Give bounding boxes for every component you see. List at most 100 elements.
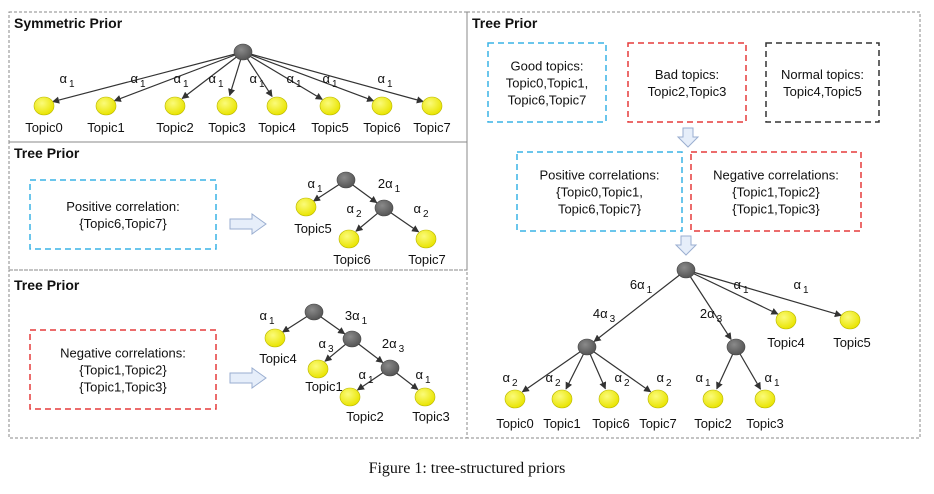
symmetric-leaf-node bbox=[33, 96, 55, 116]
symmetric-edge bbox=[242, 51, 425, 104]
tree-neg-topic-label: Topic4 bbox=[259, 351, 297, 366]
negative-correlations-box-line: {Topic1,Topic2} bbox=[732, 185, 820, 200]
tree-pos-topic-label: Topic5 bbox=[294, 221, 332, 236]
right-topic-label: Topic7 bbox=[639, 416, 677, 431]
tree-pos-leaf-node bbox=[338, 229, 360, 249]
negative-correlations-box bbox=[690, 151, 862, 232]
right-inner-node-bad bbox=[726, 338, 746, 356]
positive-correlations-box-line: {Topic0,Topic1, bbox=[556, 185, 643, 200]
tree-neg-inner-node-2 bbox=[380, 359, 400, 377]
tree-pos-correlation-box bbox=[29, 179, 217, 250]
right-leaf-node bbox=[754, 389, 776, 409]
symmetric-edge bbox=[242, 51, 323, 100]
symmetric-root-node bbox=[233, 43, 253, 61]
tree-pos-arrow bbox=[229, 213, 267, 235]
normal-topics-box-line: Topic4,Topic5 bbox=[783, 84, 862, 99]
right-root-node bbox=[676, 261, 696, 279]
symmetric-topic-label: Topic0 bbox=[25, 120, 63, 135]
good-topics-box-line: Good topics: bbox=[511, 59, 584, 74]
symmetric-topic-label: Topic7 bbox=[413, 120, 451, 135]
symmetric-edge bbox=[242, 51, 375, 102]
tree-neg-leaf-node bbox=[339, 387, 361, 407]
right-topic-label: Topic4 bbox=[767, 335, 805, 350]
right-topic-label: Topic3 bbox=[746, 416, 784, 431]
tree-neg-leaf-node bbox=[414, 387, 436, 407]
symmetric-leaf-node bbox=[421, 96, 443, 116]
symmetric-leaf-node bbox=[371, 96, 393, 116]
symmetric-leaf-node bbox=[216, 96, 238, 116]
right-leaf-node bbox=[647, 389, 669, 409]
tree-pos-topic-label: Topic6 bbox=[333, 252, 371, 267]
tree-neg-leaf-node bbox=[264, 328, 286, 348]
right-leaf-node bbox=[775, 310, 797, 330]
tree-pos-correlation-box-line: {Topic6,Topic7} bbox=[79, 216, 167, 231]
tree-pos-root-node bbox=[336, 171, 356, 189]
right-topic-label: Topic1 bbox=[543, 416, 581, 431]
tree-pos-title: Tree Prior bbox=[14, 145, 80, 161]
positive-correlations-box bbox=[516, 151, 683, 232]
bad-topics-box-line: Topic2,Topic3 bbox=[648, 84, 727, 99]
normal-topics-box bbox=[765, 42, 880, 123]
right-leaf-node bbox=[504, 389, 526, 409]
tree-neg-arrow bbox=[229, 367, 267, 389]
tree-neg-inner-node-1 bbox=[342, 330, 362, 348]
good-topics-box-line: Topic0,Topic1, bbox=[506, 76, 588, 91]
right-edge bbox=[593, 269, 687, 342]
negative-correlations-box-line: {Topic1,Topic3} bbox=[732, 202, 820, 217]
right-edge bbox=[685, 269, 732, 341]
bad-topics-box bbox=[627, 42, 747, 123]
symmetric-topic-label: Topic4 bbox=[258, 120, 296, 135]
tree-right-title: Tree Prior bbox=[472, 15, 538, 31]
symmetric-topic-label: Topic6 bbox=[363, 120, 401, 135]
right-inner-node-good bbox=[577, 338, 597, 356]
normal-topics-box-line: Normal topics: bbox=[781, 67, 864, 82]
symmetric-leaf-node bbox=[95, 96, 117, 116]
symmetric-edge bbox=[242, 51, 273, 98]
tree-pos-leaf-node bbox=[295, 197, 317, 217]
tree-neg-root-node bbox=[304, 303, 324, 321]
boxes-layer bbox=[29, 42, 880, 410]
positive-correlations-box-line: Topic6,Topic7} bbox=[558, 202, 642, 217]
symmetric-edge bbox=[113, 51, 244, 102]
symmetric-topic-label: Topic3 bbox=[208, 120, 246, 135]
nodes-layer bbox=[33, 43, 861, 409]
symmetric-topic-label: Topic1 bbox=[87, 120, 125, 135]
right-leaf-node bbox=[839, 310, 861, 330]
symmetric-topic-label: Topic2 bbox=[156, 120, 194, 135]
right-leaf-node bbox=[702, 389, 724, 409]
right-leaf-node bbox=[598, 389, 620, 409]
tree-neg-correlation-box-line: {Topic1,Topic2} bbox=[79, 363, 167, 378]
panel-tree-right-border bbox=[466, 11, 921, 439]
symmetric-leaf-node bbox=[164, 96, 186, 116]
tree-priors-figure: Symmetric Prior Tree Prior Tree Prior Tr… bbox=[8, 11, 921, 439]
good-topics-box bbox=[487, 42, 607, 123]
tree-pos-correlation-box-line: Positive correlation: bbox=[66, 199, 179, 214]
right-edge bbox=[521, 346, 588, 393]
right-topic-label: Topic6 bbox=[592, 416, 630, 431]
bad-topics-box-line: Bad topics: bbox=[655, 67, 719, 82]
tree-pos-leaf-node bbox=[415, 229, 437, 249]
tree-pos-topic-label: Topic7 bbox=[408, 252, 446, 267]
